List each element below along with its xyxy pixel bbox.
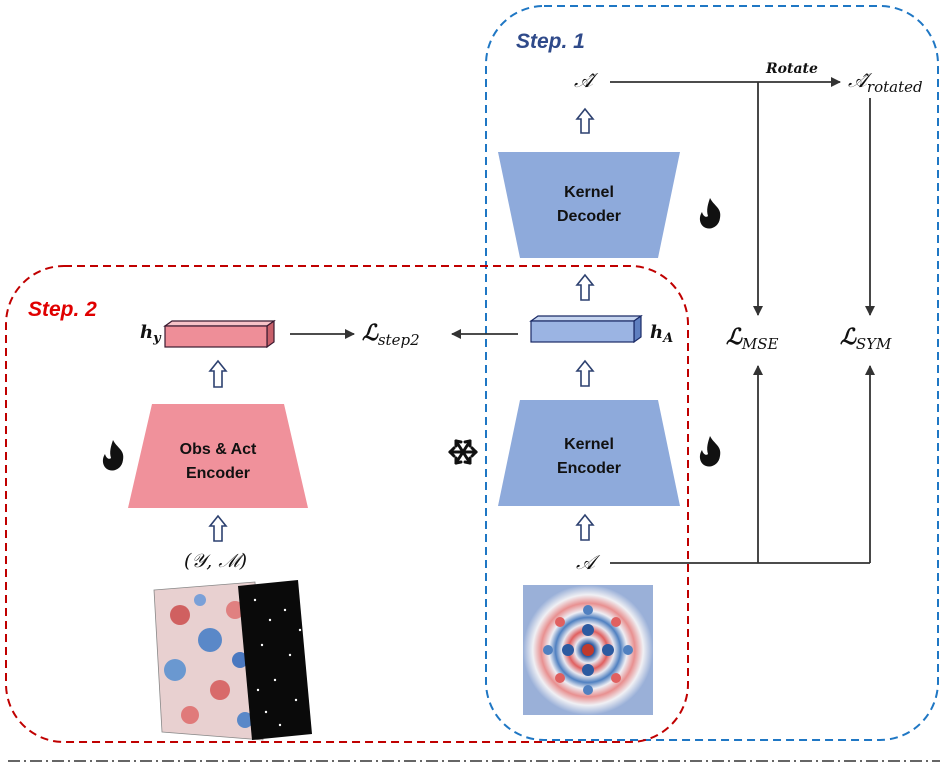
obs-encoder-label: Obs & Act Encoder: [158, 438, 278, 486]
step2-region: [5, 265, 689, 743]
loss-step2-label: ℒstep2: [362, 320, 420, 349]
flame-icon: [699, 436, 721, 467]
y-m-label: (𝒴, ℳ): [184, 550, 248, 572]
obs-encoder-line1: Obs & Act: [179, 441, 257, 458]
kernel-encoder-shape: [498, 400, 680, 506]
kernel-image: [523, 585, 653, 715]
a-hat-rotated-base: 𝒜̂: [848, 68, 867, 92]
h-a-label: hA: [650, 322, 673, 346]
h-y-sub: y: [153, 331, 161, 346]
hollow-arrow-obs-in: [208, 514, 228, 542]
h-y-bar: [163, 319, 276, 349]
loss-sym-sub: SYM: [855, 335, 892, 353]
h-y-base: h: [140, 322, 154, 343]
hollow-arrow-encoder-in: [575, 513, 595, 541]
kernel-decoder-line2: Decoder: [556, 208, 622, 225]
a-hat-label: 𝒜̂: [574, 68, 593, 92]
h-a-bar: [529, 314, 643, 344]
flame-icon: [102, 440, 124, 471]
kernel-encoder-line2: Encoder: [556, 460, 621, 477]
loss-sym-base: ℒ: [840, 324, 856, 350]
a-hat-rotated-label: 𝒜̂rotated: [848, 68, 923, 96]
hollow-arrow-obs-out: [208, 359, 228, 388]
obs-encoder-shape: [128, 404, 308, 508]
step2-label: Step. 2: [28, 298, 97, 321]
obs-encoder-line2: Encoder: [185, 465, 250, 482]
mask-image: [238, 580, 312, 740]
hollow-arrow-decoder-out: [575, 107, 595, 134]
loss-step2-base: ℒ: [362, 320, 378, 346]
loss-mse-sub: MSE: [741, 335, 779, 353]
observation-field-image: [153, 581, 264, 741]
flame-icon: [699, 198, 721, 229]
a-label: 𝒜: [576, 550, 595, 574]
kernel-encoder-label: Kernel Encoder: [538, 433, 640, 481]
kernel-encoder-line1: Kernel: [564, 436, 614, 453]
loss-mse-base: ℒ: [726, 324, 742, 350]
kernel-decoder-line1: Kernel: [564, 184, 614, 201]
loss-mse-label: ℒMSE: [726, 324, 778, 353]
rotate-label: Rotate: [766, 61, 818, 77]
h-a-sub: A: [663, 331, 674, 346]
loss-step2-sub: step2: [377, 331, 420, 349]
hollow-arrow-encoder-out: [575, 359, 595, 387]
h-a-base: h: [650, 322, 664, 343]
a-hat-rotated-sub: rotated: [866, 78, 923, 96]
loss-sym-label: ℒSYM: [840, 324, 891, 353]
snowflake-icon: [448, 439, 478, 465]
h-y-label: hy: [140, 322, 161, 346]
hollow-arrow-decoder-in: [575, 273, 595, 301]
kernel-decoder-label: Kernel Decoder: [538, 181, 640, 229]
kernel-decoder-shape: [498, 152, 680, 258]
step1-label: Step. 1: [516, 30, 585, 53]
step1-region: [485, 5, 939, 741]
